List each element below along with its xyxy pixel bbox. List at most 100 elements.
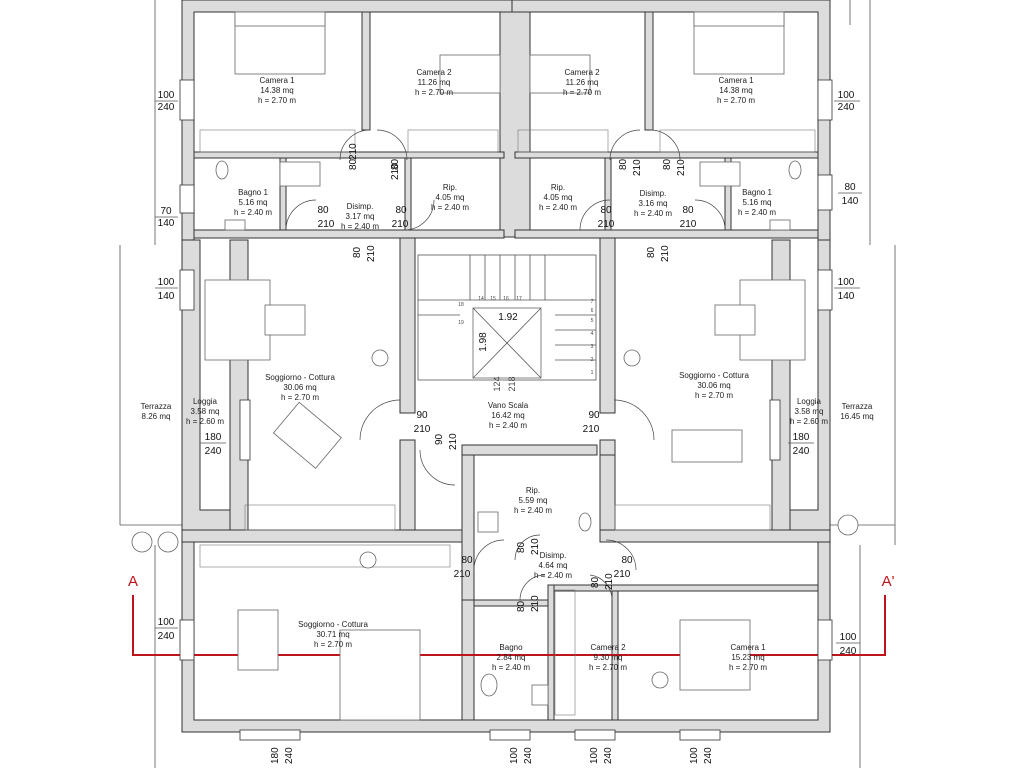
room-disimp-left: Disimp. 3.17 mq h = 2.40 m <box>341 202 379 231</box>
door-dim: 80 <box>682 205 694 216</box>
svg-text:9.30 mq: 9.30 mq <box>594 653 623 662</box>
window-dim: 240 <box>205 446 222 457</box>
door-dim: 210 <box>448 433 459 450</box>
sofa-icon <box>204 279 271 361</box>
toilet-icon <box>480 673 498 697</box>
svg-text:8.26 mq: 8.26 mq <box>142 412 171 421</box>
bed-icon <box>529 54 591 94</box>
svg-text:5.16 mq: 5.16 mq <box>239 198 268 207</box>
window-dim: 100 <box>158 90 175 101</box>
svg-text:15.23 mq: 15.23 mq <box>731 653 764 662</box>
svg-text:h = 2.70 m: h = 2.70 m <box>258 96 296 105</box>
door-dim: 80 <box>618 158 629 170</box>
svg-text:h = 2.40 m: h = 2.40 m <box>634 209 672 218</box>
bed-icon <box>439 54 501 94</box>
svg-text:Camera 1: Camera 1 <box>730 643 766 652</box>
door-swings <box>285 129 726 601</box>
svg-text:h = 2.70 m: h = 2.70 m <box>415 88 453 97</box>
svg-text:Soggiorno - Cottura: Soggiorno - Cottura <box>265 373 335 382</box>
svg-text:Loggia: Loggia <box>193 397 218 406</box>
window-dim: 180 <box>270 747 281 764</box>
dining-table-icon <box>237 609 279 671</box>
window-dim: 140 <box>842 196 859 207</box>
svg-text:h = 2.70 m: h = 2.70 m <box>281 393 319 402</box>
door-dim: 210 <box>614 569 631 580</box>
window-dim: 240 <box>603 747 614 764</box>
wall-h-mid-left <box>181 529 468 543</box>
stair-step-number: 5 <box>591 318 594 324</box>
svg-text:3.58 mq: 3.58 mq <box>191 407 220 416</box>
window-dim: 100 <box>838 90 855 101</box>
door-dim: 210 <box>676 159 687 176</box>
wall-core-low <box>461 444 598 456</box>
stair-step-number: 14 <box>478 296 484 302</box>
wall-mid-v1 <box>361 11 371 131</box>
svg-text:Rip.: Rip. <box>526 486 540 495</box>
svg-text:h = 2.60 m: h = 2.60 m <box>186 417 224 426</box>
door-dim: 210 <box>598 219 615 230</box>
window-dim: 100 <box>158 617 175 628</box>
wall-mid-v2 <box>499 11 531 238</box>
room-camera2-right: Camera 2 11.26 mq h = 2.70 m <box>563 68 601 97</box>
sink-icon <box>531 684 549 706</box>
svg-text:Bagno 1: Bagno 1 <box>742 188 772 197</box>
room-rip-left: Rip. 4.05 mq h = 2.40 m <box>431 183 469 212</box>
svg-text:h = 2.70 m: h = 2.70 m <box>563 88 601 97</box>
door-dim: 210 <box>390 163 401 180</box>
svg-text:h = 2.70 m: h = 2.70 m <box>729 663 767 672</box>
svg-text:Disimp.: Disimp. <box>540 551 567 560</box>
window-dim: 240 <box>840 646 857 657</box>
svg-text:Disimp.: Disimp. <box>640 189 667 198</box>
svg-text:h = 2.60 m: h = 2.60 m <box>790 417 828 426</box>
window-dim: 180 <box>205 432 222 443</box>
svg-text:Camera 1: Camera 1 <box>259 76 295 85</box>
door-dim: 80 <box>390 158 401 170</box>
wall-stair-left <box>399 237 416 414</box>
sink-icon <box>224 219 246 231</box>
room-rip-center: Rip. 5.59 mq h = 2.40 m <box>514 486 552 515</box>
sink-icon <box>769 219 791 231</box>
window-dim: 100 <box>689 747 700 764</box>
svg-text:h = 2.40 m: h = 2.40 m <box>234 208 272 217</box>
svg-text:h = 2.40 m: h = 2.40 m <box>539 203 577 212</box>
svg-text:h = 2.40 m: h = 2.40 m <box>489 421 527 430</box>
window-dim: 240 <box>793 446 810 457</box>
door-dim: 80 <box>646 246 657 258</box>
room-soggiorno-bottom: Soggiorno - Cottura 30.71 mq h = 2.70 m <box>298 620 368 649</box>
window-dim: 140 <box>838 291 855 302</box>
room-camera1-right: Camera 1 14.38 mq h = 2.70 m <box>717 76 755 105</box>
svg-text:Vano Scala: Vano Scala <box>488 401 529 410</box>
svg-text:5.59 mq: 5.59 mq <box>519 496 548 505</box>
door-dim: 210 <box>530 538 541 555</box>
room-rip-right: Rip. 4.05 mq h = 2.40 m <box>539 183 577 212</box>
svg-text:h = 2.70 m: h = 2.70 m <box>314 640 352 649</box>
svg-text:h = 2.40 m: h = 2.40 m <box>514 506 552 515</box>
svg-text:4.05 mq: 4.05 mq <box>436 193 465 202</box>
svg-text:Disimp.: Disimp. <box>347 202 374 211</box>
svg-text:14.38 mq: 14.38 mq <box>719 86 752 95</box>
stair-step-number: 7 <box>591 299 594 305</box>
svg-text:Rip.: Rip. <box>443 183 457 192</box>
stair-step-number: 16 <box>503 296 509 302</box>
door-dim: 80 <box>461 555 473 566</box>
door-dim: 80 <box>395 205 407 216</box>
svg-text:30.71 mq: 30.71 mq <box>316 630 349 639</box>
svg-text:Terrazza: Terrazza <box>842 402 873 411</box>
window-dim: 240 <box>703 747 714 764</box>
shower-icon <box>279 161 321 187</box>
svg-text:Loggia: Loggia <box>797 397 822 406</box>
toilet-icon <box>215 160 229 180</box>
wall-east-bath <box>599 454 616 531</box>
window-dim: 70 <box>160 206 172 217</box>
wall-h-bath-left <box>193 229 505 239</box>
wall-rip-center-v <box>461 454 475 621</box>
room-labels: Camera 1 14.38 mq h = 2.70 m Camera 2 11… <box>141 68 874 672</box>
window-dim: 240 <box>158 631 175 642</box>
window-dim: 240 <box>158 102 175 113</box>
door-dim: 80 <box>317 205 329 216</box>
door-dim: 80 <box>621 555 633 566</box>
svg-text:Terrazza: Terrazza <box>141 402 172 411</box>
svg-text:5.16 mq: 5.16 mq <box>743 198 772 207</box>
svg-text:11.26 mq: 11.26 mq <box>418 78 451 87</box>
room-terrazza-right: Terrazza 16.45 mq <box>840 402 873 421</box>
